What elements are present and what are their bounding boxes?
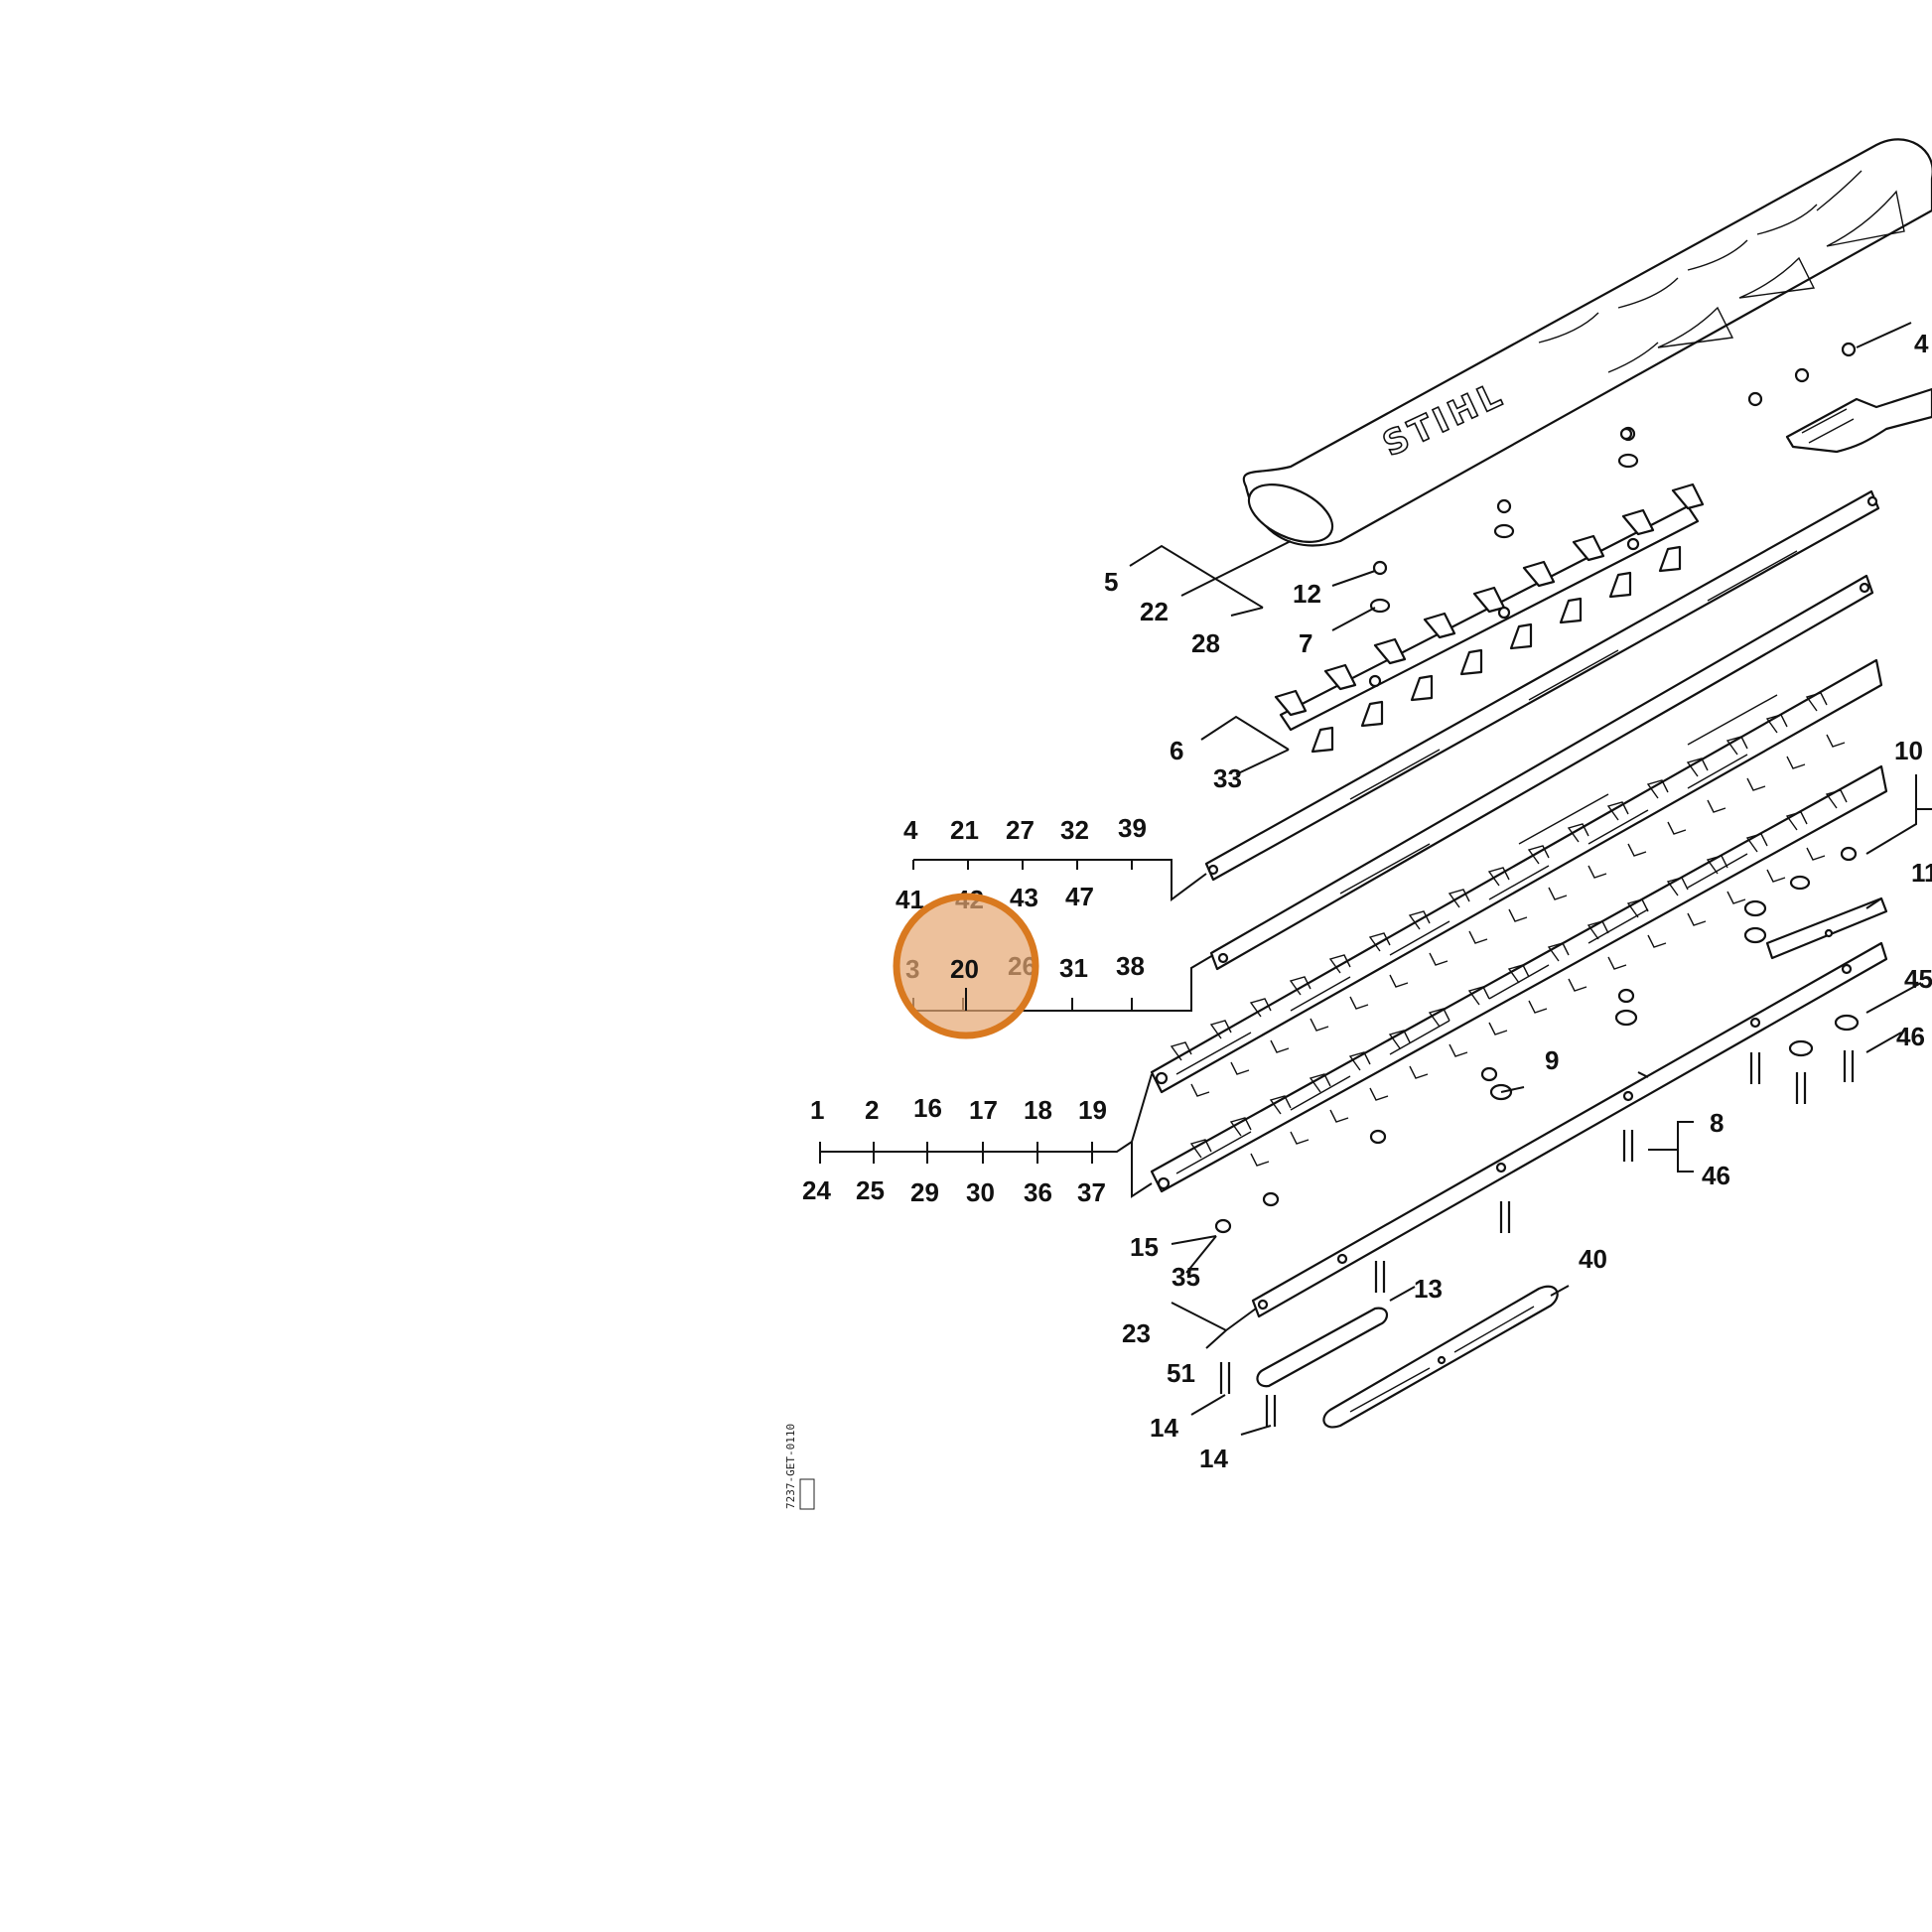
- callout-36: 36: [1024, 1177, 1052, 1207]
- callout-25: 25: [856, 1175, 885, 1205]
- callout-18: 18: [1024, 1095, 1052, 1125]
- callout-37: 37: [1077, 1177, 1106, 1207]
- callout-43: 43: [1010, 883, 1038, 912]
- callout-35: 35: [1172, 1262, 1200, 1292]
- callout-24: 24: [802, 1175, 831, 1205]
- callout-41: 41: [896, 885, 924, 914]
- callout-10: 10: [1894, 736, 1923, 765]
- nuts-comb: [1369, 427, 1633, 614]
- drawing-code-text: 7237-GET-0110: [784, 1424, 797, 1509]
- callout-13: 13: [1414, 1274, 1443, 1304]
- lower-plate[interactable]: [1251, 941, 1888, 1318]
- callout-15: 15: [1130, 1232, 1159, 1262]
- upper-bar[interactable]: [1204, 489, 1880, 882]
- callout-14b: 14: [1199, 1444, 1228, 1473]
- callouts: 5 22 28 12 7 6 33 10 11 4 21 27 32 39 41…: [802, 567, 1932, 1473]
- callout-1: 1: [810, 1095, 824, 1125]
- guide-40[interactable]: [1322, 1285, 1559, 1429]
- callout-32: 32: [1060, 815, 1089, 845]
- drawing-code: 7237-GET-0110: [784, 1424, 815, 1510]
- callout-11: 11: [1911, 858, 1932, 888]
- callout-28: 28: [1191, 628, 1220, 658]
- callout-30: 30: [966, 1177, 995, 1207]
- leader-lines: [819, 540, 1932, 1436]
- callout-47: 47: [1065, 882, 1094, 911]
- callout-51: 51: [1167, 1358, 1195, 1388]
- callout-20: 20: [950, 954, 979, 984]
- blade-scabbard[interactable]: STIHL: [1240, 138, 1932, 553]
- small-plate-right[interactable]: [1765, 897, 1888, 960]
- callout-31: 31: [1059, 953, 1088, 983]
- callout-27: 27: [1006, 815, 1035, 845]
- callout-46a: 46: [1702, 1161, 1730, 1190]
- callout-19: 19: [1078, 1095, 1107, 1125]
- callout-23: 23: [1122, 1318, 1151, 1348]
- cutter-blade-lower[interactable]: [1150, 764, 1888, 1193]
- callout-33: 33: [1213, 763, 1242, 793]
- callout-2: 2: [865, 1095, 879, 1125]
- callout-16: 16: [913, 1093, 942, 1123]
- callout-17: 17: [969, 1095, 998, 1125]
- cutter-blade-upper[interactable]: [1150, 658, 1883, 1097]
- callout-44: 4: [1914, 329, 1929, 358]
- callout-39: 39: [1118, 813, 1147, 843]
- callout-40: 40: [1579, 1244, 1607, 1274]
- plate-13[interactable]: [1256, 1307, 1388, 1388]
- callout-46b: 46: [1896, 1022, 1925, 1051]
- nuts-top: [1617, 342, 1857, 469]
- lower-bar[interactable]: [1209, 574, 1874, 971]
- fasteners: [1214, 846, 1860, 1427]
- callout-21: 21: [950, 815, 979, 845]
- callout-29: 29: [910, 1177, 939, 1207]
- callout-14a: 14: [1150, 1413, 1178, 1443]
- callout-45: 45: [1904, 964, 1932, 994]
- callout-9: 9: [1545, 1045, 1559, 1075]
- blade-comb[interactable]: [1274, 483, 1705, 754]
- callout-12: 12: [1293, 579, 1321, 609]
- callout-8: 8: [1710, 1108, 1724, 1138]
- highlight-marker[interactable]: 20: [893, 893, 1039, 1039]
- callout-6: 6: [1170, 736, 1183, 765]
- callout-22: 22: [1140, 597, 1169, 626]
- gear-bracket[interactable]: [1785, 387, 1932, 454]
- callout-4: 4: [903, 815, 918, 845]
- callout-38: 38: [1116, 951, 1145, 981]
- callout-7: 7: [1299, 628, 1312, 658]
- callout-5: 5: [1104, 567, 1118, 597]
